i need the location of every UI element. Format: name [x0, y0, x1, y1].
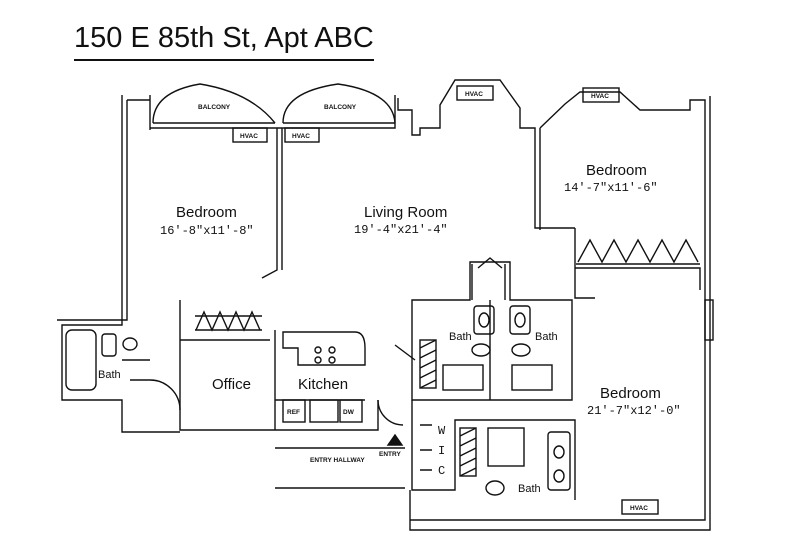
hvac-label: HVAC	[630, 505, 648, 512]
kitchen-label: Kitchen	[298, 376, 348, 393]
exterior-wall	[397, 79, 575, 229]
office-label: Office	[212, 376, 251, 393]
bath-label: Bath	[518, 483, 541, 495]
wic-label-c: C	[438, 464, 445, 478]
bedroom-left-label: Bedroom	[176, 204, 237, 221]
bedroom-bottom-right-label: Bedroom	[600, 385, 661, 402]
balcony-right-label: BALCONY	[324, 104, 357, 111]
wic-label-w: W	[438, 424, 446, 438]
balcony-left-label: BALCONY	[198, 104, 231, 111]
exterior-wall	[61, 95, 180, 433]
living-room-label: Living Room	[364, 204, 447, 221]
living-room-dims: 19'-4"x21'-4"	[354, 223, 448, 237]
bedroom-bottom-right-dims: 21'-7"x12'-0"	[587, 404, 681, 418]
page-title: 150 E 85th St, Apt ABC	[74, 22, 374, 61]
bath-label: Bath	[98, 369, 121, 381]
ref-label: REF	[287, 409, 300, 416]
hvac-label: HVAC	[591, 93, 609, 100]
hvac-label: HVAC	[465, 91, 483, 98]
dw-label: DW	[343, 409, 355, 416]
bedroom-left-dims: 16'-8"x11'-8"	[160, 224, 254, 238]
exterior-wall	[149, 95, 396, 130]
balcony-left	[152, 83, 276, 124]
bedroom-top-right-label: Bedroom	[586, 162, 647, 179]
balcony-right	[282, 83, 396, 124]
exterior-wall	[409, 96, 711, 531]
bath-label: Bath	[449, 331, 472, 343]
exterior-wall	[410, 91, 706, 521]
hvac-label: HVAC	[240, 133, 258, 140]
bedroom-top-right-dims: 14'-7"x11'-6"	[564, 181, 658, 195]
wic-label-i: I	[438, 444, 445, 458]
entry-hallway-label: ENTRY HALLWAY	[310, 457, 365, 464]
bath-label: Bath	[535, 331, 558, 343]
entry-label: ENTRY	[379, 451, 401, 458]
hvac-label: HVAC	[292, 133, 310, 140]
exterior-wall	[57, 99, 150, 321]
